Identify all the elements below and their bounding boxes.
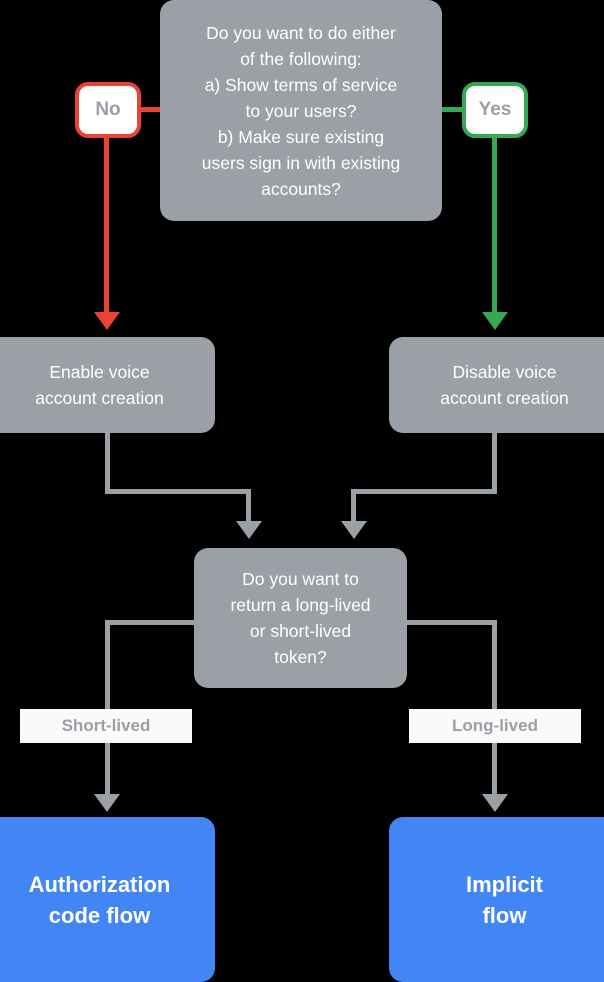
edge-short-arrowhead [94,794,120,812]
edge-enable-horizontal [105,489,251,494]
terminal-node-implicit-flow[interactable]: Implicit flow [389,817,604,982]
terminal-node-authorization-code-flow[interactable]: Authorization code flow [0,817,215,982]
branch-badge-yes[interactable]: Yes [462,82,528,138]
edge-label-short-lived: Short-lived [20,709,192,743]
edge-long-horizontal [405,620,497,625]
edge-disable-horizontal [351,489,497,494]
edge-long-vertical [492,620,497,795]
edge-no-arrowhead [94,312,120,330]
branch-badge-no[interactable]: No [75,82,141,138]
edge-yes-vertical [492,107,497,312]
edge-yes-arrowhead [482,312,508,330]
edge-label-long-lived: Long-lived [409,709,581,743]
edge-disable-drop [351,489,356,522]
edge-no-vertical [104,107,109,312]
decision-node-token-lifetime[interactable]: Do you want to return a long-lived or sh… [194,548,407,688]
edge-disable-vertical [492,433,497,492]
edge-long-arrowhead [482,794,508,812]
edge-enable-vertical [105,433,110,492]
edge-enable-arrowhead [236,521,262,539]
edge-short-vertical [105,620,110,795]
edge-enable-drop [246,489,251,522]
process-node-disable-voice-account-creation[interactable]: Disable voice account creation [389,337,604,433]
process-node-enable-voice-account-creation[interactable]: Enable voice account creation [0,337,215,433]
edge-disable-arrowhead [341,521,367,539]
edge-short-horizontal [105,620,197,625]
decision-node-terms-of-service[interactable]: Do you want to do either of the followin… [160,0,442,221]
